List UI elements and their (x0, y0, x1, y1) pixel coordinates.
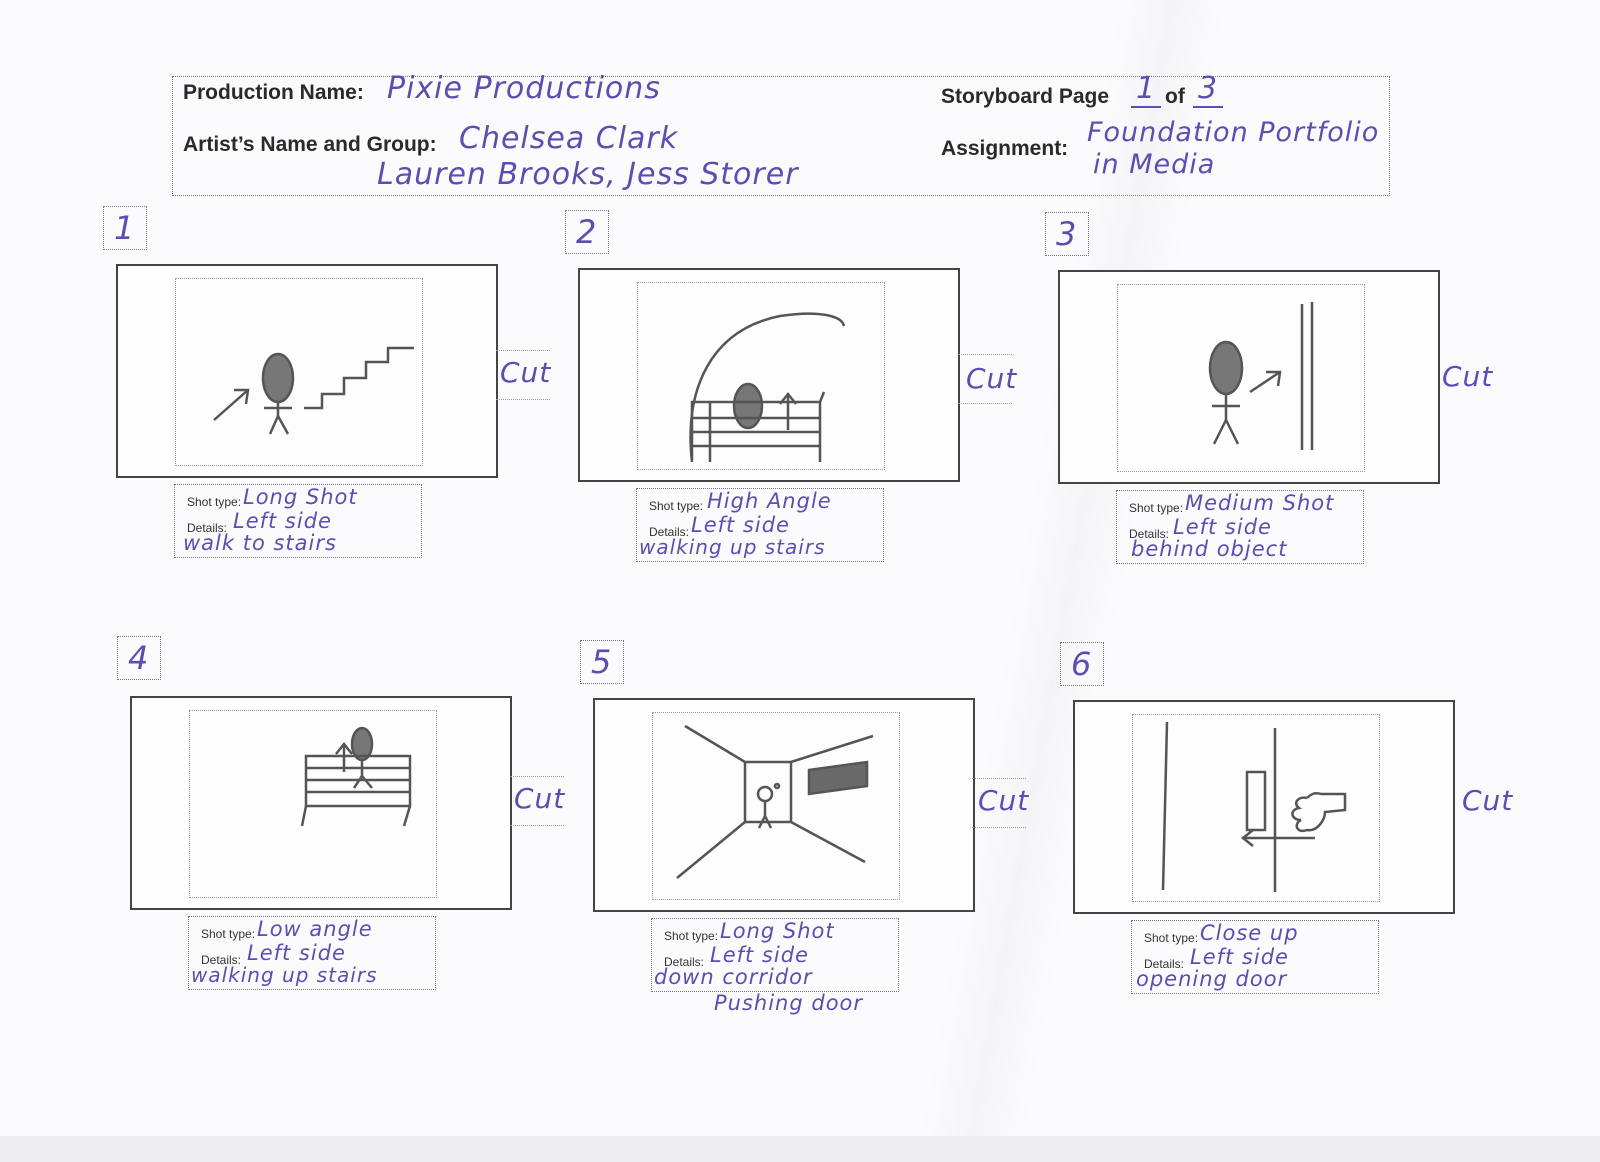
shot-caption-3: Shot type: Medium Shot Details: Left sid… (1116, 490, 1364, 564)
details-line2: walking up stairs (639, 535, 826, 559)
details-line1: Left side (710, 943, 809, 967)
shot-caption-5: Shot type: Long Shot Details: Left side … (651, 918, 899, 1015)
details-line2: behind object (1131, 537, 1288, 561)
storyboard-frame-5 (593, 698, 975, 912)
assignment-line2: in Media (1093, 149, 1216, 180)
storyboard-frame-6 (1073, 700, 1455, 914)
artist-name-line2: Lauren Brooks, Jess Storer (377, 157, 799, 192)
shot-type-label: Shot type: (187, 495, 242, 509)
transition-label-2: Cut (966, 362, 1018, 395)
frame-number-box: 2 (565, 210, 609, 254)
shot-type-value: Long Shot (720, 919, 835, 943)
storyboard-page-label: Storyboard Page (941, 85, 1110, 108)
assignment-line1: Foundation Portfolio (1087, 117, 1380, 148)
scan-edge (0, 1136, 1600, 1162)
details-label: Details: (201, 953, 242, 967)
transition-label-4: Cut (514, 782, 566, 815)
details-line1: Left side (1173, 515, 1272, 539)
assignment-label: Assignment: (941, 137, 1069, 160)
transition-connector (510, 776, 564, 826)
sketch-high-angle-stairs (689, 312, 846, 463)
frame-safe-area (175, 278, 423, 466)
sketch-corridor (676, 724, 874, 879)
frame-safe-area (1117, 284, 1365, 472)
shot-type-label: Shot type: (664, 929, 719, 943)
shot-caption-4: Shot type: Low angle Details: Left side … (188, 916, 436, 990)
frame-number: 6 (1071, 645, 1093, 683)
storyboard-frame-1 (116, 264, 498, 478)
shot-type-label: Shot type: (649, 499, 704, 513)
details-label: Details: (1129, 527, 1170, 541)
storyboard-frame-4 (130, 696, 512, 910)
frame-number-box: 6 (1060, 642, 1104, 686)
details-line2: walk to stairs (183, 531, 337, 555)
frame-number: 3 (1056, 215, 1078, 253)
details-line1: Left side (1190, 945, 1289, 969)
details-line2: down corridor (654, 965, 813, 989)
storyboard-frame-3 (1058, 270, 1440, 484)
transition-connector (972, 778, 1026, 828)
frame-number-box: 4 (117, 636, 161, 680)
details-label: Details: (1144, 957, 1185, 971)
transition-label-3: Cut (1442, 360, 1494, 393)
sketch-hand-opening-door (1161, 721, 1347, 892)
frame-number: 2 (576, 213, 598, 251)
production-name-label: Production Name: (183, 81, 364, 104)
frame-number-box: 3 (1045, 212, 1089, 256)
storyboard-header: Production Name: Pixie Productions Artis… (172, 71, 1390, 196)
frame-number: 4 (128, 639, 150, 677)
frame-number-box: 1 (103, 206, 147, 250)
transition-label-1: Cut (500, 356, 552, 389)
transition-label-5: Cut (978, 784, 1030, 817)
shot-type-label: Shot type: (1129, 501, 1184, 515)
shot-type-value: Close up (1200, 921, 1299, 945)
sketch-figure-behind-object (1208, 302, 1314, 450)
shot-caption-1: Shot type: Long Shot Details: Left side … (174, 484, 422, 558)
shot-type-value: Medium Shot (1185, 491, 1335, 515)
frame-number: 1 (114, 209, 136, 247)
storyboard-frame-2 (578, 268, 960, 482)
shot-type-label: Shot type: (201, 927, 256, 941)
shot-caption-2: Shot type: High Angle Details: Left side… (636, 488, 884, 562)
details-line2: opening door (1136, 967, 1288, 991)
details-line1: Left side (233, 509, 332, 533)
details-line2: walking up stairs (191, 963, 378, 987)
details-label: Details: (649, 525, 690, 539)
frame-safe-area (189, 710, 437, 898)
frame-number-box: 5 (580, 640, 624, 684)
details-line3: Pushing door (714, 991, 864, 1015)
details-label: Details: (664, 955, 705, 969)
artist-name-label: Artist’s Name and Group: (183, 133, 437, 156)
frame-safe-area (652, 712, 900, 900)
page-current: 1 (1131, 71, 1161, 108)
transition-connector (958, 354, 1012, 404)
shot-type-value: Low angle (257, 917, 373, 941)
frame-safe-area (1132, 714, 1380, 902)
production-name-value: Pixie Productions (387, 71, 661, 106)
shot-type-value: High Angle (707, 489, 832, 513)
page-of-label: of (1165, 85, 1185, 108)
frame-safe-area (637, 282, 885, 470)
shot-type-value: Long Shot (243, 485, 358, 509)
details-line1: Left side (247, 941, 346, 965)
transition-label-6: Cut (1462, 784, 1514, 817)
details-label: Details: (187, 521, 228, 535)
page-total: 3 (1193, 71, 1223, 108)
frame-number: 5 (591, 643, 613, 681)
shot-caption-6: Shot type: Close up Details: Left side o… (1131, 920, 1379, 994)
transition-connector (496, 350, 550, 400)
artist-name-line1: Chelsea Clark (459, 121, 679, 156)
details-line1: Left side (691, 513, 790, 537)
sketch-low-angle-stairs (300, 726, 412, 827)
sketch-stick-figure-near-stairs (213, 346, 414, 435)
shot-type-label: Shot type: (1144, 931, 1199, 945)
